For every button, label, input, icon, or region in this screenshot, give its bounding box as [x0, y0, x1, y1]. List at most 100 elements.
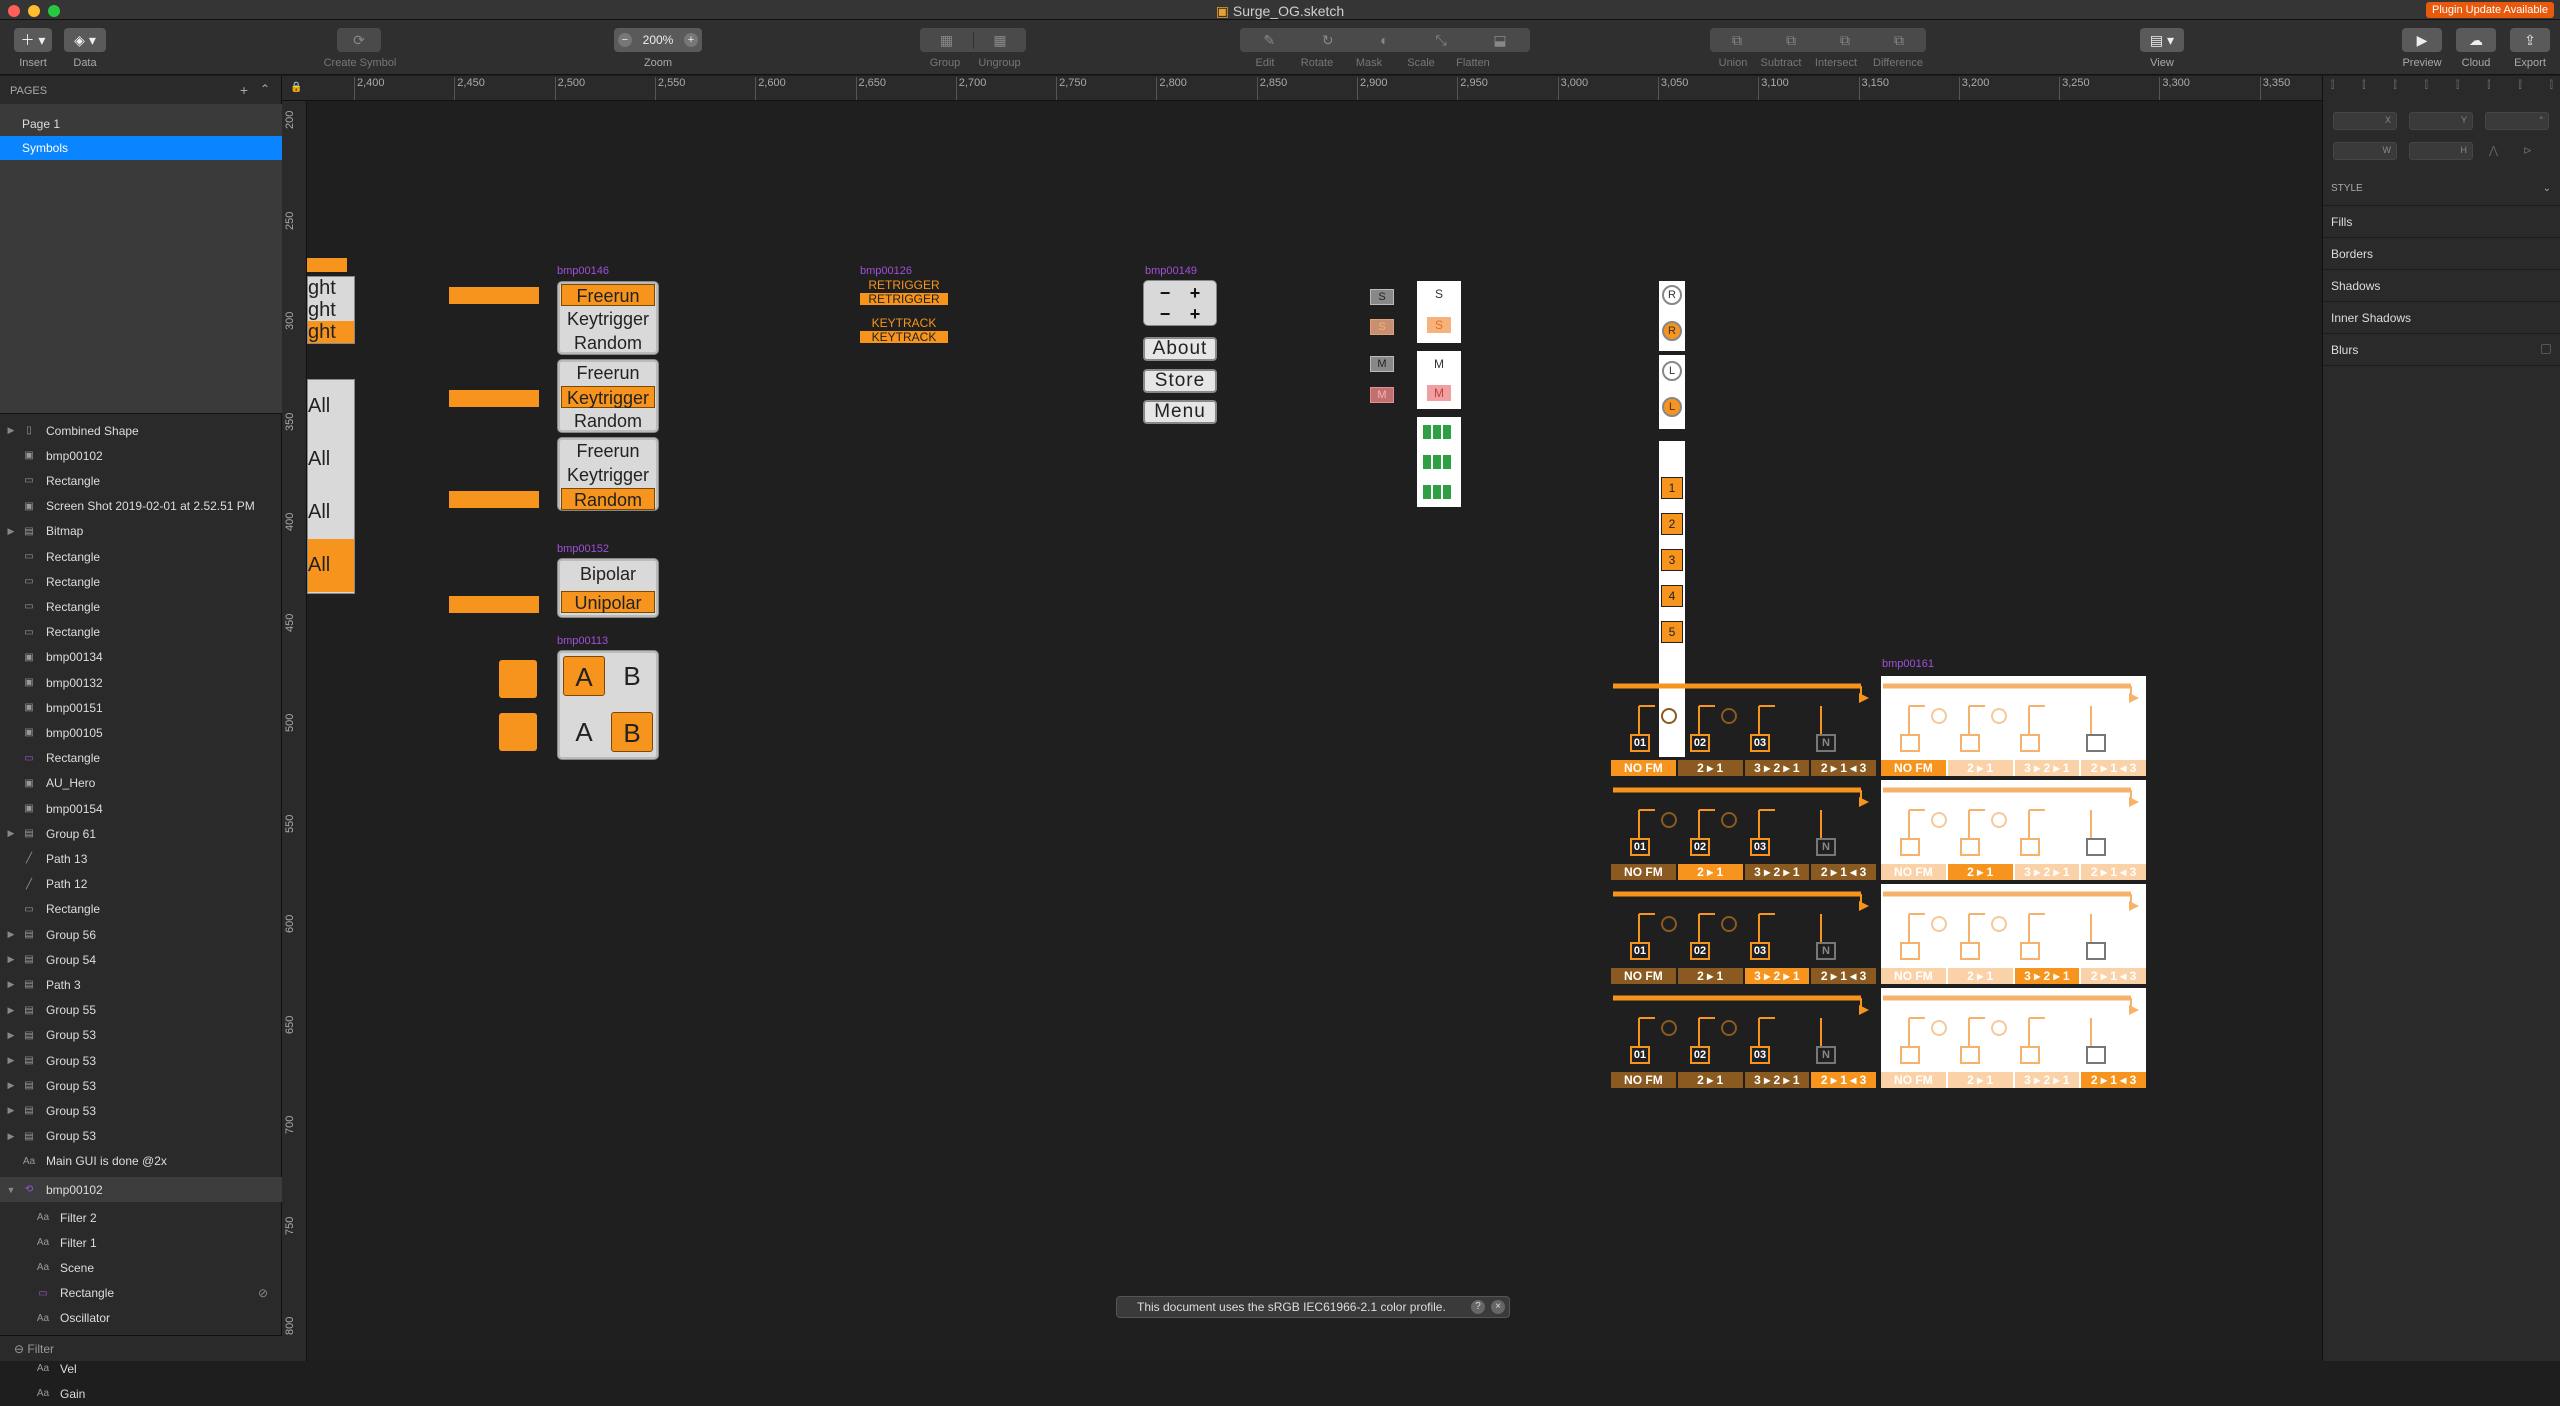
fm-mode-label[interactable]: 2 ▸ 1 [1677, 968, 1743, 984]
disclosure-icon[interactable]: ▶ [7, 828, 15, 839]
disclosure-icon[interactable]: ▶ [7, 1130, 15, 1141]
rotation-field[interactable]: ° [2485, 112, 2549, 130]
chevron-down-icon[interactable]: ⌄ [2542, 183, 2551, 194]
fm-mode-label[interactable]: 2 ▸ 1 [1947, 1072, 2013, 1088]
fm-mode-label[interactable]: NO FM [1611, 864, 1676, 880]
layer-row[interactable]: ▶▤Group 53 [0, 1023, 282, 1048]
borders-section[interactable]: Borders [2323, 238, 2560, 270]
layer-row[interactable]: ▣bmp00154 [0, 796, 282, 821]
mode-option[interactable]: Random [573, 411, 643, 431]
preview-button[interactable]: ▶ [2402, 28, 2442, 52]
flatten-button[interactable]: ⬓ [1493, 31, 1507, 48]
distribute-vertical-icon[interactable]: ⫿ [2549, 80, 2553, 91]
layer-row[interactable]: ▶▤Group 53 [0, 1124, 282, 1149]
cloud-button[interactable]: ☁ [2456, 28, 2496, 52]
insert-button[interactable]: ＋ ▾ [14, 28, 52, 52]
fm-mode-label[interactable]: NO FM [1881, 864, 1946, 880]
fm-mode-label[interactable]: 2 ▸ 1 ◂ 3 [1811, 968, 1876, 984]
l-symbol[interactable]: L L [1659, 355, 1685, 429]
fm-mode-label[interactable]: 2 ▸ 1 [1677, 1072, 1743, 1088]
fm-mode-label[interactable]: 2 ▸ 1 ◂ 3 [2081, 1072, 2146, 1088]
disclosure-icon[interactable]: ▶ [7, 929, 15, 939]
orange-bar[interactable] [449, 390, 539, 407]
fm-mode-label[interactable]: 2 ▸ 1 [1947, 968, 2013, 984]
fm-mode-label[interactable]: 3 ▸ 2 ▸ 1 [1744, 968, 1810, 984]
fm-mode-label[interactable]: 3 ▸ 2 ▸ 1 [2014, 968, 2080, 984]
page-item-symbols[interactable]: Symbols [0, 136, 282, 160]
level-meter-symbol[interactable] [1417, 417, 1461, 507]
plus-icon[interactable]: + [1189, 283, 1201, 303]
option-a-selected[interactable]: A [563, 656, 605, 696]
layer-row-symbol[interactable]: ▼⟲bmp00102 [0, 1177, 282, 1202]
layer-row[interactable]: ▣AU_Hero [0, 771, 282, 796]
fm-mode-label[interactable]: 2 ▸ 1 ◂ 3 [1811, 1072, 1876, 1088]
mode-option[interactable]: Freerun [561, 284, 655, 306]
number-button[interactable]: 4 [1661, 585, 1683, 607]
align-middle-icon[interactable]: ⫿ [2487, 80, 2491, 91]
layer-row[interactable]: ▶▤Group 56 [0, 922, 282, 947]
disclosure-icon[interactable]: ▶ [7, 1055, 15, 1065]
number-button[interactable]: 1 [1661, 477, 1683, 499]
unipolar-option[interactable]: Unipolar [561, 591, 655, 613]
about-button[interactable]: About [1143, 337, 1217, 361]
y-field[interactable]: Y [2409, 112, 2473, 130]
difference-button[interactable]: ⧉ [1894, 31, 1904, 48]
symbol-label-bmp00152[interactable]: bmp00152 [557, 543, 609, 555]
filter-bar[interactable]: ⊖ Filter [0, 1335, 282, 1361]
layer-row[interactable]: ▣Screen Shot 2019-02-01 at 2.52.51 PM [0, 494, 282, 519]
option-b-selected[interactable]: B [611, 712, 653, 752]
fm-mode-label[interactable]: 2 ▸ 1 [1947, 864, 2013, 880]
symbol-bmp00113[interactable]: A B A B [557, 650, 659, 760]
minus-icon[interactable]: − [1159, 304, 1171, 324]
layer-row[interactable]: ▭Rectangle [0, 544, 282, 569]
close-window-button[interactable] [8, 5, 20, 17]
disclosure-icon[interactable]: ▶ [7, 979, 15, 990]
layer-row[interactable]: ▭Rectangle [0, 620, 282, 645]
blurs-section[interactable]: Blurs [2323, 334, 2560, 366]
ruler-lock-icon[interactable]: 🔒 [290, 82, 303, 93]
menu-button[interactable]: Menu [1143, 400, 1217, 424]
layer-row[interactable]: ▭Rectangle⊘ [0, 1281, 282, 1306]
mode-option[interactable]: Keytrigger [566, 309, 650, 329]
layer-row[interactable]: ▭Rectangle [0, 594, 282, 619]
data-button[interactable]: ◈ ▾ [64, 28, 106, 52]
solo-on[interactable]: S [1370, 319, 1394, 335]
symbol-label-bmp00146[interactable]: bmp00146 [557, 265, 609, 277]
layer-row[interactable]: ▣bmp00134 [0, 645, 282, 670]
layer-row[interactable]: ▶▤Group 53 [0, 1098, 282, 1123]
collapse-pages-icon[interactable]: ⌃ [259, 82, 270, 96]
disclosure-icon[interactable]: ▶ [7, 1029, 15, 1040]
fm-mode-label[interactable]: 3 ▸ 2 ▸ 1 [1744, 864, 1810, 880]
mode-option[interactable]: Freerun [576, 363, 640, 383]
layer-row[interactable]: ▶▤Group 54 [0, 947, 282, 972]
flip-icon[interactable]: ⊳ [2523, 145, 2533, 157]
mode-option[interactable]: Keytrigger [561, 386, 655, 408]
retrigger-off[interactable]: RETRIGGER [868, 278, 940, 292]
solo-symbol[interactable]: S S [1417, 281, 1461, 343]
layer-row[interactable]: ▭Rectangle [0, 468, 282, 493]
number-button[interactable]: 5 [1661, 621, 1683, 643]
store-button[interactable]: Store [1143, 369, 1217, 393]
retrigger-on[interactable]: RETRIGGER [860, 293, 948, 305]
mode-option[interactable]: Freerun [576, 441, 640, 461]
edit-button[interactable]: ✎ [1263, 31, 1276, 48]
symbol-label-bmp00161[interactable]: bmp00161 [1882, 658, 1934, 670]
inner-shadows-section[interactable]: Inner Shadows [2323, 302, 2560, 334]
symbol-label-bmp00113[interactable]: bmp00113 [557, 635, 609, 647]
layer-row[interactable]: ▶▤Group 53 [0, 1048, 282, 1073]
union-button[interactable]: ⧉ [1732, 31, 1742, 48]
fm-mode-label[interactable]: 2 ▸ 1 ◂ 3 [1811, 760, 1876, 776]
intersect-button[interactable]: ⧉ [1840, 31, 1850, 48]
zoom-stepper-symbol[interactable]: −+ −+ [1143, 280, 1217, 326]
layer-row[interactable]: ▭Rectangle [0, 897, 282, 922]
fm-mode-label[interactable]: 3 ▸ 2 ▸ 1 [1744, 760, 1810, 776]
zoom-window-button[interactable] [48, 5, 60, 17]
fills-section[interactable]: Fills [2323, 206, 2560, 238]
symbol-label-bmp00126[interactable]: bmp00126 [860, 265, 912, 277]
bipolar-option[interactable]: Bipolar [579, 564, 637, 584]
